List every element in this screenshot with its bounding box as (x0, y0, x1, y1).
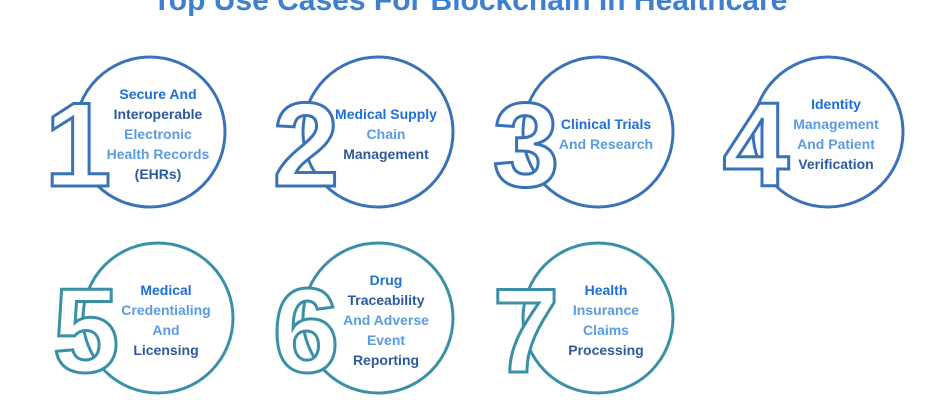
item-label-line: Clinical Trials (560, 116, 652, 132)
item-label-line: Health Records (106, 146, 210, 162)
item-number: 1 (45, 78, 112, 212)
item-circle (81, 241, 235, 395)
item-number: 5 (53, 264, 120, 398)
item-label-line: Medical (140, 282, 192, 298)
item-number: 4 (723, 78, 790, 212)
item-number: 2 (273, 78, 340, 212)
item-label-line: Management (343, 146, 429, 162)
item-label-line: Electronic (124, 126, 192, 142)
item-label-line: Licensing (133, 342, 199, 358)
item-label-line: Drug (369, 272, 403, 288)
item-label-line: (EHRs) (134, 166, 182, 182)
item-label-line: Secure And (119, 86, 197, 102)
item-label-line: Medical Supply (335, 106, 437, 122)
item-number: 7 (493, 264, 560, 398)
item-label-line: Interoperable (113, 106, 203, 122)
item-label-line: Insurance (572, 302, 640, 318)
item-label-line: Traceability (347, 292, 425, 308)
item-label-line: And Research (558, 136, 654, 152)
page-title: Top Use Cases For Blockchain In Healthca… (152, 0, 788, 17)
item-label-line: Verification (798, 156, 874, 172)
item-label-line: And (152, 322, 180, 338)
item-label-line: Identity (811, 96, 861, 112)
item-circle (521, 55, 675, 209)
item-label-line: Health (584, 282, 628, 298)
item-label-line: Claims (583, 322, 629, 338)
item-label-line: And Patient (797, 136, 875, 152)
item-label-line: Reporting (352, 352, 420, 368)
item-label-line: Event (366, 332, 406, 348)
item-label-line: Credentialing (121, 302, 211, 318)
item-label-line: And Adverse (343, 312, 429, 328)
item-circle (521, 241, 675, 395)
item-circle (73, 55, 227, 209)
item-circle (751, 55, 905, 209)
item-circle (301, 241, 455, 395)
item-number: 3 (493, 78, 560, 212)
item-circle (301, 55, 455, 209)
item-label-line: Chain (366, 126, 406, 142)
item-number: 6 (273, 264, 340, 398)
item-label-line: Processing (568, 342, 644, 358)
item-label-line: Management (793, 116, 879, 132)
